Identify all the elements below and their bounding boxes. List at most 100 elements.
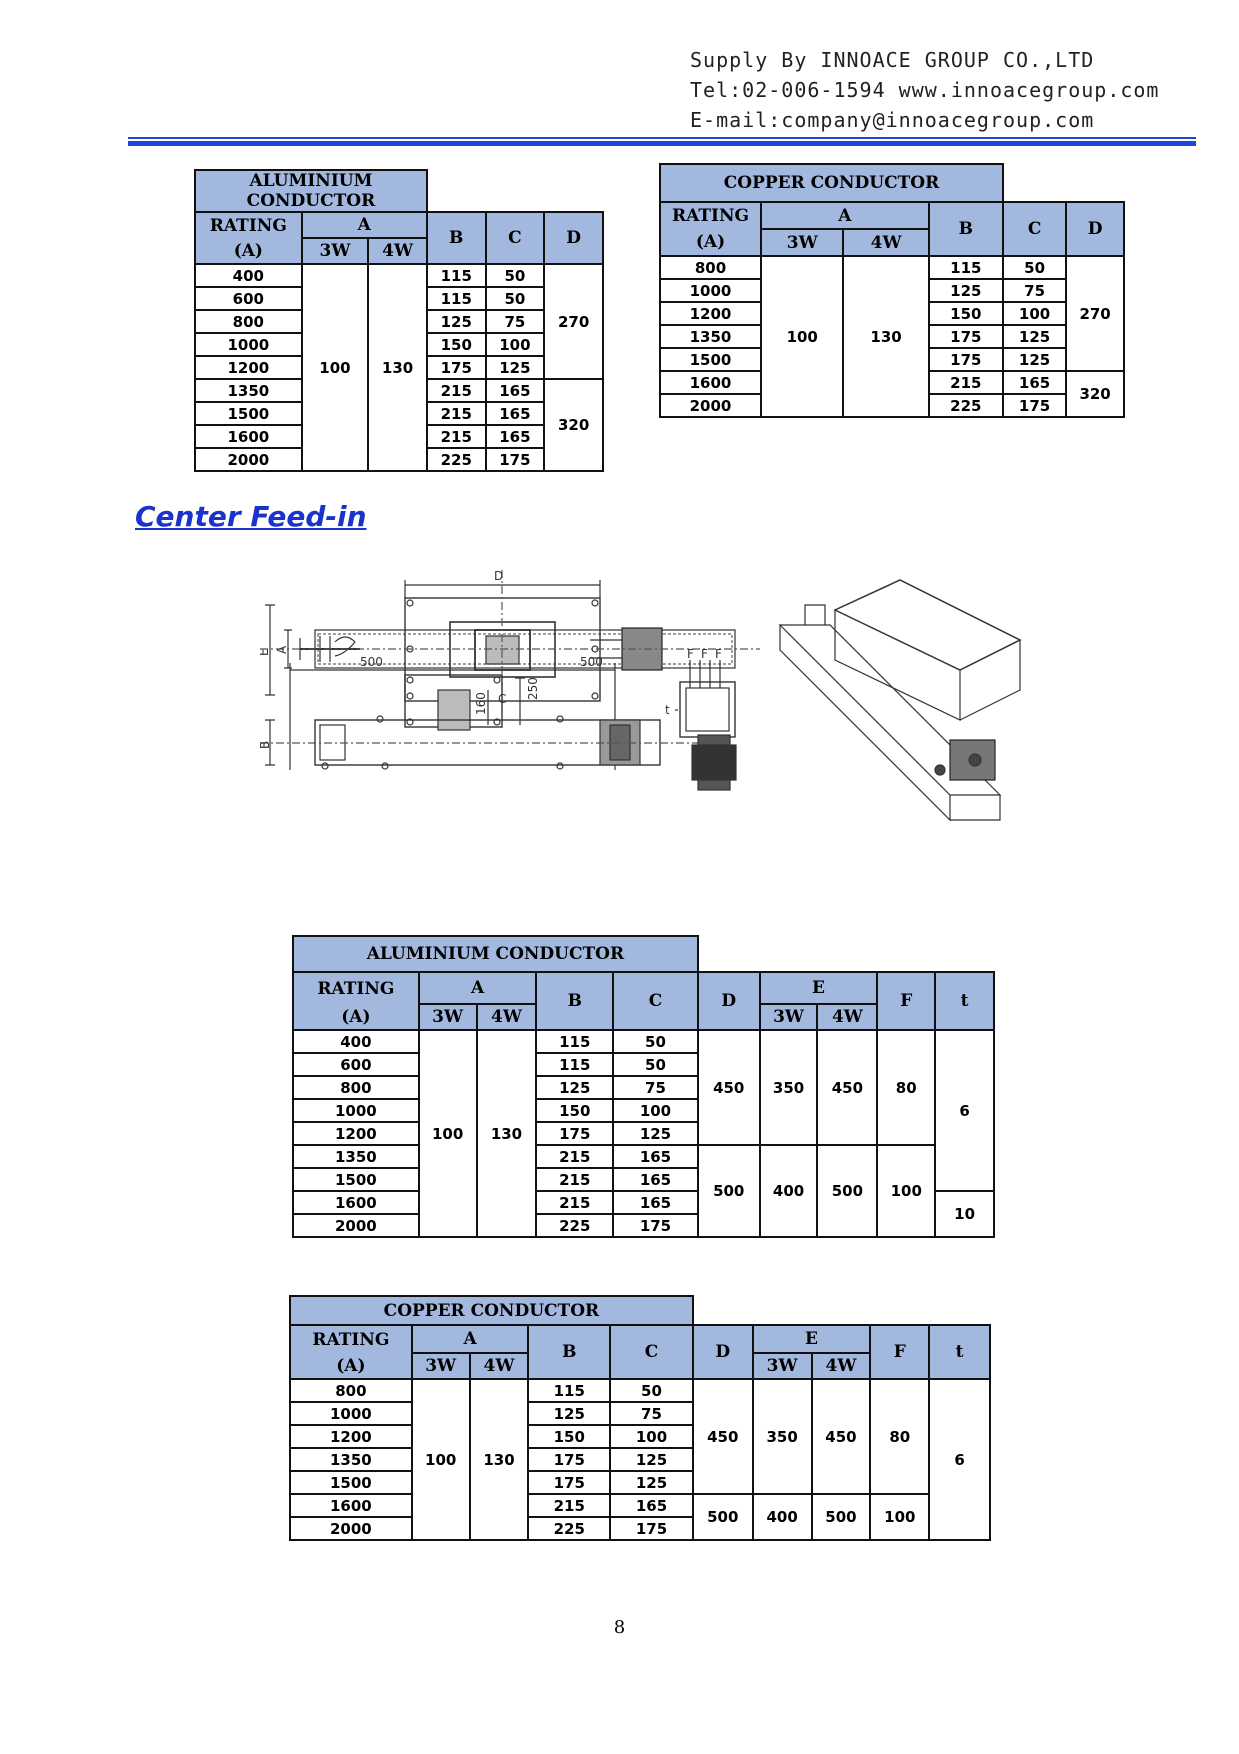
- table-cell: 150: [527, 1424, 612, 1449]
- dim-label-500-right: 500: [580, 655, 603, 669]
- table-cell: 800: [194, 309, 303, 334]
- table-cell: 320: [543, 378, 604, 472]
- table-cell: 130: [842, 255, 930, 418]
- table-cell: 175: [927, 347, 1004, 372]
- table-cell: 100: [484, 332, 546, 357]
- table-cell: 125: [1001, 324, 1068, 349]
- dim-label-e: E: [260, 648, 271, 656]
- feedin-aluminium-table: ALUMINIUM CONDUCTOR RATING A B C D E F t…: [292, 935, 995, 1238]
- dim-label-f3: F: [715, 647, 722, 661]
- col-f: F: [876, 971, 937, 1031]
- table-cell: 1600: [289, 1493, 413, 1518]
- table-cell: 175: [609, 1516, 694, 1541]
- table-cell: 175: [1001, 393, 1068, 418]
- col-e-3w: 3W: [758, 1003, 819, 1031]
- table-cell: 400: [758, 1144, 819, 1238]
- dim-label-t: t: [665, 703, 670, 717]
- table-cell: 175: [535, 1121, 615, 1146]
- table-cell: 125: [927, 278, 1004, 303]
- table-cell: 80: [876, 1029, 937, 1146]
- col-a-3w: 3W: [300, 237, 370, 265]
- table-cell: 450: [691, 1378, 754, 1495]
- table-cell: 1600: [292, 1190, 420, 1215]
- table-cell: 1200: [659, 301, 762, 326]
- table-cell: 1500: [194, 401, 303, 426]
- table-cell: 150: [535, 1098, 615, 1123]
- table-cell: 1000: [289, 1401, 413, 1426]
- table-cell: 320: [1065, 370, 1125, 418]
- table-cell: 125: [609, 1470, 694, 1495]
- col-b: B: [425, 211, 487, 265]
- col-rating: RATING: [292, 971, 420, 1004]
- table-cell: 215: [535, 1167, 615, 1192]
- table-cell: 1350: [659, 324, 762, 349]
- table-cell: 125: [527, 1401, 612, 1426]
- table-cell: 115: [535, 1052, 615, 1077]
- table-cell: 100: [759, 255, 845, 418]
- table-cell: 115: [927, 255, 1004, 280]
- table-cell: 165: [484, 378, 546, 403]
- col-a-4w: 4W: [842, 228, 930, 257]
- isometric-view: [778, 579, 1022, 822]
- dim-label-f1: F: [687, 647, 694, 661]
- table-cell: 165: [609, 1493, 694, 1518]
- table-cell: 165: [1001, 370, 1068, 395]
- table-cell: 75: [484, 309, 546, 334]
- top-view: [260, 570, 760, 710]
- col-d: D: [696, 971, 761, 1031]
- feedin-copper-table: COPPER CONDUCTOR RATING A B C D E F t (A…: [289, 1295, 991, 1541]
- col-a: A: [300, 211, 428, 239]
- dim-label-160: 160: [474, 692, 488, 715]
- section-title: Center Feed-in: [135, 500, 367, 533]
- table-cell: 1500: [289, 1470, 413, 1495]
- col-c: C: [609, 1324, 694, 1380]
- col-c: C: [484, 211, 546, 265]
- table-cell: 1000: [659, 278, 762, 303]
- table-cell: 50: [612, 1029, 699, 1054]
- col-d: D: [543, 211, 604, 265]
- table-cell: 270: [543, 263, 604, 380]
- table-cell: 175: [527, 1470, 612, 1495]
- table-cell: 115: [425, 286, 487, 311]
- table-cell: 100: [417, 1029, 478, 1238]
- table-cell: 500: [810, 1493, 872, 1541]
- col-a-4w: 4W: [367, 237, 428, 265]
- col-b: B: [927, 201, 1004, 257]
- table-cell: 270: [1065, 255, 1125, 372]
- col-rating-unit: (A): [194, 238, 303, 265]
- table-cell: 175: [612, 1213, 699, 1238]
- table-cell: 115: [425, 263, 487, 288]
- top-copper-table: COPPER CONDUCTOR RATING A B C D (A) 3W 4…: [659, 163, 1125, 418]
- table-cell: 100: [869, 1493, 931, 1541]
- table-cell: 75: [1001, 278, 1068, 303]
- table-cell: 115: [527, 1378, 612, 1403]
- col-c: C: [1001, 201, 1068, 257]
- table-cell: 600: [292, 1052, 420, 1077]
- table-cell: 1350: [289, 1447, 413, 1472]
- table-cell: 1500: [292, 1167, 420, 1192]
- table-cell: 450: [810, 1378, 872, 1495]
- col-rating-unit: (A): [292, 1004, 420, 1031]
- table-cell: 215: [535, 1190, 615, 1215]
- center-feed-in-drawing: D E A B 500 500 250 160 C F F F t: [260, 570, 1022, 822]
- table-cell: 175: [484, 447, 546, 472]
- header-tel-web: Tel:02-006-1594 www.innoacegroup.com: [690, 78, 1160, 102]
- table-cell: 215: [535, 1144, 615, 1169]
- table-cell: 125: [609, 1447, 694, 1472]
- col-d: D: [691, 1324, 754, 1380]
- table-cell: 225: [927, 393, 1004, 418]
- table-cell: 165: [484, 401, 546, 426]
- table-cell: 125: [612, 1121, 699, 1146]
- col-e-4w: 4W: [816, 1003, 879, 1031]
- table-cell: 130: [367, 263, 428, 472]
- table-cell: 1200: [194, 355, 303, 380]
- table-cell: 165: [612, 1190, 699, 1215]
- col-rating: RATING: [194, 211, 303, 238]
- dim-label-250: 250: [526, 677, 540, 700]
- table-cell: 165: [612, 1144, 699, 1169]
- col-a-3w: 3W: [417, 1003, 478, 1031]
- col-b: B: [527, 1324, 612, 1380]
- table-caption: ALUMINIUM CONDUCTOR: [292, 935, 699, 973]
- table-cell: 100: [876, 1144, 937, 1238]
